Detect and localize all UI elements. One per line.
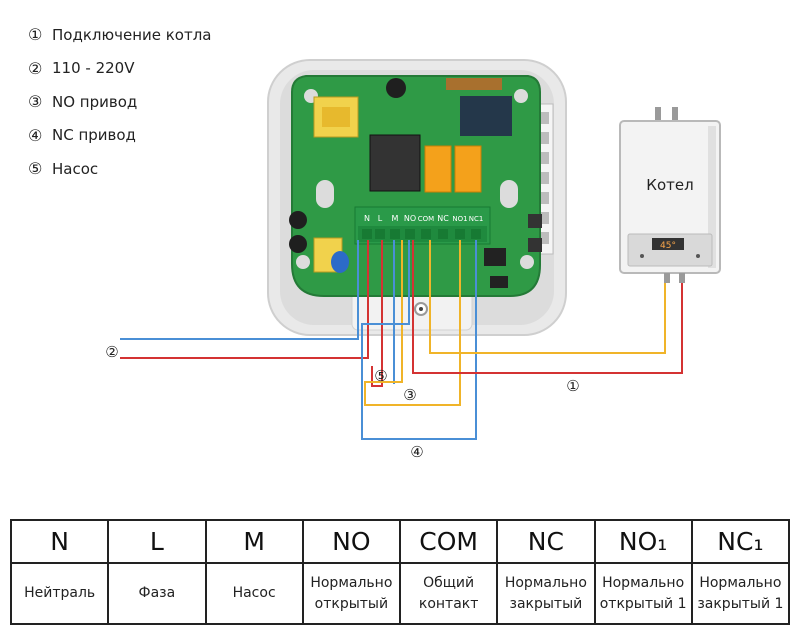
legend-item: ③ NO привод — [28, 85, 212, 119]
legend-number: ② — [28, 58, 43, 78]
wire-boiler-red — [412, 240, 683, 374]
wire-label: ① — [566, 377, 579, 395]
terminal-block: N L M NO COM NC NO1 NC1 — [354, 206, 491, 245]
terminal-label: NC — [437, 214, 449, 223]
wire-label: ③ — [403, 386, 416, 404]
table-cell: Фаза — [107, 562, 207, 625]
table-header-cell: NC — [496, 519, 596, 564]
cell-line: открытый — [314, 595, 389, 612]
table-cell: Нормально закрытый 1 — [690, 562, 791, 625]
wire-label: ⑤ — [374, 367, 387, 385]
circuit-board — [289, 75, 542, 297]
legend-item: ④ NC привод — [28, 119, 212, 153]
legend-label: Подключение котла — [52, 25, 212, 44]
table-cell: Общий контакт — [398, 562, 499, 625]
cell-line: Нормально — [310, 574, 393, 591]
cell-line: Нормально — [602, 574, 685, 591]
boiler-label: Котел — [646, 176, 693, 194]
wire-supply-red — [120, 240, 369, 359]
legend-label: NO привод — [52, 92, 138, 111]
terminal-label: NO1 — [452, 215, 467, 223]
cell-line: Нейтраль — [24, 585, 96, 601]
terminal-label: COM — [418, 215, 434, 223]
table-header-cell: NC₁ — [690, 519, 791, 564]
terminal-table: N L M NO COM NC NO₁ NC₁ Нейтраль Фаза На… — [9, 519, 791, 625]
table-header-row: N L M NO COM NC NO₁ NC₁ — [9, 519, 791, 564]
table-header-cell: COM — [398, 519, 499, 564]
cell-line: закрытый 1 — [697, 595, 784, 612]
table-cell: Нормально открытый 1 — [593, 562, 693, 625]
cell-line: открытый 1 — [599, 595, 687, 612]
table-header-cell: L — [107, 519, 207, 564]
table-cell: Насос — [204, 562, 304, 625]
table-row: Нейтраль Фаза Насос Нормально открытый Об… — [9, 562, 791, 625]
wire-boiler-yellow — [429, 240, 666, 354]
wire-no-actuator — [364, 240, 461, 406]
boiler: Котел 45° — [619, 107, 721, 283]
table-header-cell: NO₁ — [593, 519, 693, 564]
cell-line: Общий — [423, 574, 475, 591]
legend-number: ⑤ — [28, 159, 43, 179]
terminal-label: M — [392, 214, 399, 223]
cell-line: закрытый — [509, 595, 583, 612]
legend-item: ② 110 - 220V — [28, 52, 212, 86]
wire-supply-blue — [120, 240, 359, 340]
legend-label: Насос — [52, 159, 99, 178]
wiring-diagram: N L M NO COM NC NO1 NC1 Котел 45° — [105, 59, 721, 461]
cell-line: контакт — [418, 595, 479, 612]
table-cell: Нормально открытый — [301, 562, 402, 625]
legend-number: ① — [28, 25, 43, 45]
terminal-label: NC1 — [469, 215, 484, 223]
legend-number: ④ — [28, 125, 43, 145]
table-cell: Нейтраль — [9, 562, 110, 625]
terminal-label: N — [364, 214, 370, 223]
table-header-cell: M — [204, 519, 304, 564]
legend-label: 110 - 220V — [52, 59, 135, 78]
legend-label: NC привод — [52, 126, 136, 145]
wire-pump-red — [371, 240, 383, 387]
legend-item: ① Подключение котла — [28, 18, 212, 52]
cell-line: Нормально — [699, 574, 782, 591]
boiler-display: 45° — [660, 241, 676, 251]
legend-number: ③ — [28, 92, 43, 112]
table-header-cell: N — [9, 519, 110, 564]
wire-label: ② — [105, 343, 118, 361]
wire-label: ④ — [410, 443, 423, 461]
cell-line: Нормально — [504, 574, 587, 591]
cell-line: Фаза — [138, 585, 176, 601]
terminal-label: NO — [404, 214, 416, 223]
wire-nc-actuator — [361, 240, 477, 440]
table-header-cell: NO — [301, 519, 402, 564]
legend-item: ⑤ Насос — [28, 152, 212, 186]
legend: ① Подключение котла ② 110 - 220V ③ NO пр… — [28, 18, 212, 186]
terminal-label: L — [378, 214, 383, 223]
table-cell: Нормально закрытый — [496, 562, 596, 625]
wires — [120, 240, 683, 440]
cell-line: Насос — [232, 585, 276, 601]
